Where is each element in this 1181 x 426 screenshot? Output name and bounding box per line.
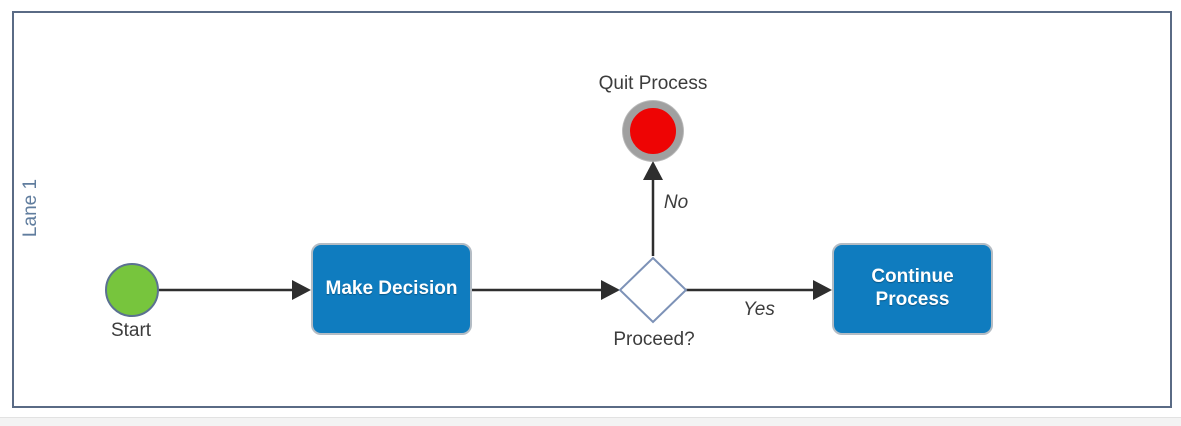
gateway-label: Proceed?	[613, 329, 695, 350]
canvas-page-edge	[0, 417, 1181, 426]
end-event-label: Quit Process	[598, 73, 708, 94]
lane[interactable]	[12, 11, 1172, 408]
end-event-quit[interactable]	[623, 101, 683, 161]
edge-start-to-make-decision[interactable]	[159, 280, 311, 300]
arrowhead-icon	[643, 161, 663, 180]
task-make-decision-label: Make Decision	[325, 277, 458, 299]
edge-label-yes: Yes	[743, 299, 775, 320]
arrowhead-icon	[601, 280, 620, 300]
arrowhead-icon	[813, 280, 832, 300]
start-event-label: Start	[110, 320, 152, 341]
gateway-diamond[interactable]	[618, 256, 688, 324]
start-event[interactable]	[105, 263, 159, 317]
task-make-decision[interactable]: Make Decision	[311, 243, 472, 335]
task-continue-process-label: Continue Process	[871, 266, 954, 310]
edge-make-decision-to-gateway[interactable]	[472, 280, 620, 300]
edge-gateway-to-continue-yes[interactable]	[686, 280, 832, 300]
arrowhead-icon	[292, 280, 311, 300]
task-continue-process[interactable]: Continue Process	[832, 243, 993, 335]
edge-label-no: No	[663, 192, 689, 213]
edge-gateway-to-quit-no[interactable]	[643, 161, 663, 256]
